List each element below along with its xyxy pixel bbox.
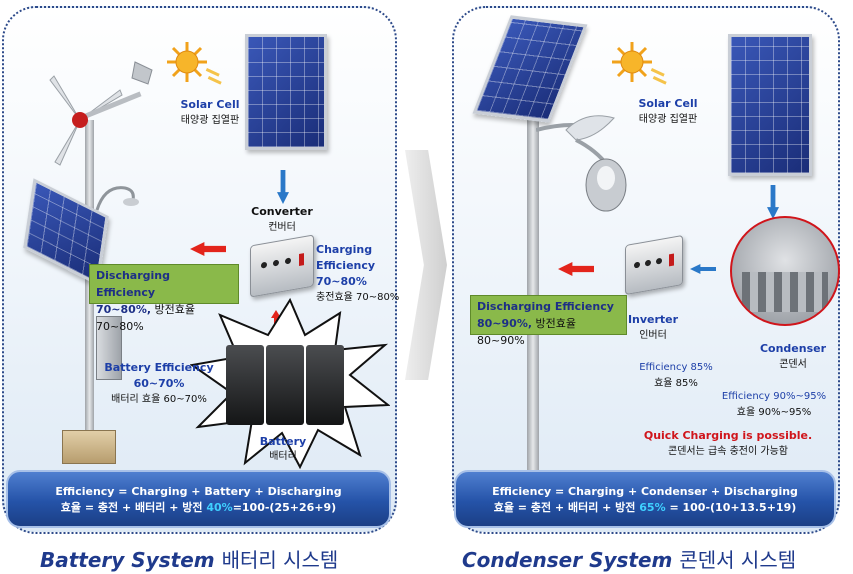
- transition-chevron: [405, 150, 447, 380]
- solar-cell-label: Solar Cell 태양광 집열판: [638, 97, 698, 125]
- battery-system-title: Battery System 배터리 시스템: [40, 548, 339, 572]
- solar-cell-panel-illustration: [245, 34, 327, 150]
- street-lamp-pole-illustration: [527, 110, 539, 470]
- inverter-efficiency-label: Efficiency 85% 효율 85%: [639, 362, 713, 389]
- condenser-efficiency-label: Efficiency 90%~95% 효율 90%~95%: [721, 391, 827, 418]
- condenser-efficiency-equation: Efficiency = Charging + Condenser + Disc…: [454, 470, 836, 528]
- battery-efficiency-equation: Efficiency = Charging + Battery + Discha…: [6, 470, 391, 528]
- street-lamp-head-illustration: [536, 115, 627, 212]
- pole-battery-box-illustration: [96, 316, 122, 380]
- sun-icon: [612, 42, 667, 85]
- inverter-device-illustration: [625, 234, 683, 296]
- solar-cell-label: Solar Cell 태양광 집열판: [180, 98, 240, 126]
- discharging-efficiency-box: Discharging Efficiency 80~90%, 방전효율 80~9…: [470, 295, 627, 347]
- condenser-label: Condenser 콘덴서: [759, 342, 827, 370]
- charging-efficiency-label: Charging Efficiency 70~80% 충전효율 70~80%: [316, 243, 400, 303]
- condenser-illustration: [730, 216, 840, 326]
- wind-turbine-illustration: [49, 61, 153, 166]
- quick-charging-note: Quick Charging is possible. 콘덴서는 급속 충전이 …: [643, 429, 813, 457]
- arrow-left-icon: [690, 264, 716, 274]
- battery-efficiency-label: Battery Efficiency 60~70% 배터리 효율 60~70%: [104, 361, 214, 405]
- street-lamp-arm-illustration: [95, 186, 139, 211]
- inverter-label: Inverter 인버터: [627, 313, 679, 341]
- solar-cell-panel-illustration: [728, 34, 812, 176]
- battery-pack-illustration: [226, 345, 344, 425]
- discharging-efficiency-box: Discharging Efficiency 70~80%, 방전효율 70~8…: [89, 264, 239, 333]
- converter-label: Converter 컨버터: [251, 205, 313, 233]
- condenser-system-title: Condenser System 콘덴서 시스템: [462, 548, 797, 572]
- sun-icon: [167, 42, 222, 85]
- wind-turbine-base-illustration: [62, 430, 116, 464]
- battery-label: Battery 배터리: [259, 435, 307, 462]
